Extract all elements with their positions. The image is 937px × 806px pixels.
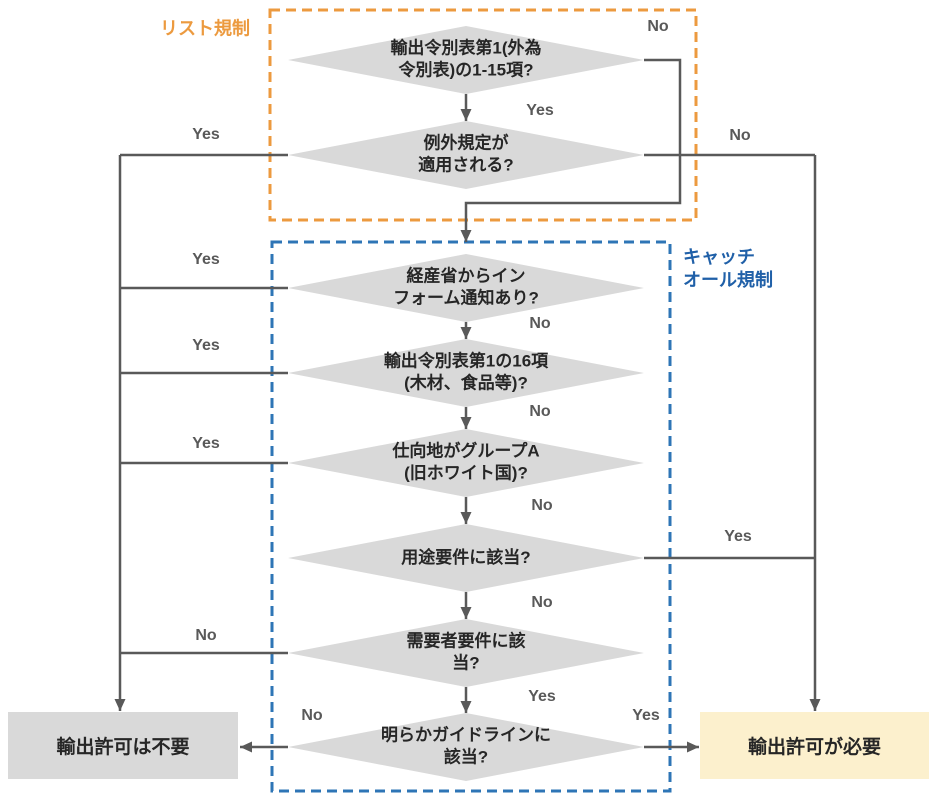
decision-diamonds (288, 26, 644, 781)
edge-label-n1-yes: Yes (526, 102, 554, 119)
edge-label-n4-no: No (529, 403, 551, 420)
edge-label-n8-yes: Yes (632, 707, 660, 724)
edge-label-n4-yes: Yes (192, 337, 220, 354)
terminal-not-required: 輸出許可は不要 (8, 712, 238, 779)
edge-n1-no-line (460, 58, 682, 242)
decision-diamond-n2 (288, 121, 644, 189)
edge-label-n7-no: No (195, 627, 217, 644)
edge-label-n3-no: No (529, 315, 551, 332)
catchall-region-label: キャッチ オール規制 (683, 247, 773, 291)
edge-label-n5-yes: Yes (192, 435, 220, 452)
edge-label-n2-no: No (729, 127, 751, 144)
decision-diamond-n7 (288, 619, 644, 687)
decision-diamond-n1 (288, 26, 644, 94)
catchall-region-box (270, 240, 672, 793)
list-region-label: リスト規制 (160, 18, 250, 39)
connector-lines (114, 58, 821, 753)
edge-label-n5-no: No (531, 497, 553, 514)
edge-label-n8-no: No (301, 707, 323, 724)
edge-label-n7-yes: Yes (528, 688, 556, 705)
edge-label-n6-yes: Yes (724, 528, 752, 545)
list-region-box (268, 8, 698, 222)
decision-diamond-n5 (288, 429, 644, 497)
edge-label-n6-no: No (531, 594, 553, 611)
terminal-not-required-label: 輸出許可は不要 (56, 737, 190, 758)
decision-diamond-n8 (288, 713, 644, 781)
decision-diamond-n4 (288, 339, 644, 407)
edge-label-n3-yes: Yes (192, 251, 220, 268)
edge-label-n1-no: No (647, 18, 669, 35)
edge-label-n2-yes: Yes (192, 126, 220, 143)
decision-diamond-n6 (288, 524, 644, 592)
decision-diamond-n3 (288, 254, 644, 322)
terminal-required-label: 輸出許可が必要 (747, 737, 881, 758)
terminal-required: 輸出許可が必要 (700, 712, 929, 779)
